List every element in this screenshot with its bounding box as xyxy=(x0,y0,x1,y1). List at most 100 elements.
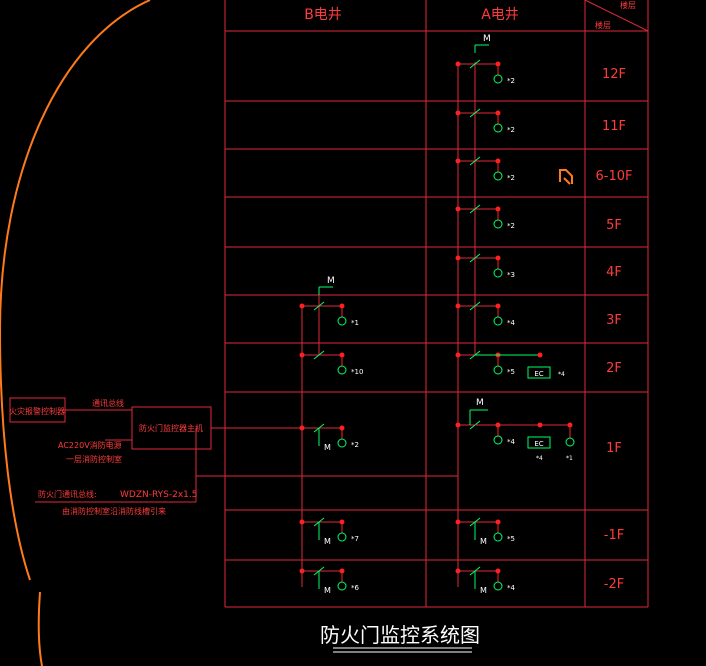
device-count: *2 xyxy=(507,126,515,134)
a-shaft-device-4: *3 xyxy=(455,253,515,279)
tick-mark xyxy=(469,156,481,166)
a-shaft-device-0: *2 xyxy=(455,59,515,85)
tick-mark xyxy=(469,108,481,118)
fire-door-bus-label: 防火门通讯总线: xyxy=(38,489,97,499)
fire-door-device xyxy=(493,74,503,84)
fire-door-monitor-host: 防火门监控器主机 xyxy=(131,406,212,450)
fire-door-device xyxy=(337,365,347,375)
device-count: *3 xyxy=(507,271,515,279)
svg-text:*4: *4 xyxy=(558,371,565,378)
device-count: *2 xyxy=(507,222,515,230)
cable-spec: WDZN-RYS-2x1.5 xyxy=(120,490,197,500)
floor-label: 5F xyxy=(606,218,622,233)
b-shaft-device-2: *2 M xyxy=(299,423,359,452)
a-shaft-device-5: *4 xyxy=(455,301,516,327)
svg-text:防火门监控器主机: 防火门监控器主机 xyxy=(139,423,203,433)
floor-labels: 12F 11F 6-10F 5F 4F 3F 2F 1F -1F -2F xyxy=(596,67,633,592)
extra-1f-device xyxy=(565,437,575,447)
device-count: *5 xyxy=(507,535,515,543)
tick-mark xyxy=(469,253,481,263)
tick-mark xyxy=(469,59,481,69)
fire-door-device xyxy=(493,316,503,326)
fire-alarm-controller: 火灾报警控制器 xyxy=(9,397,66,423)
comm-bus-label: 通讯总线 xyxy=(92,398,124,408)
device-count: *1 xyxy=(351,319,359,327)
tick-mark xyxy=(313,301,325,311)
device-count: *4 xyxy=(507,584,516,592)
floor-label: 4F xyxy=(606,265,622,280)
svg-text:EC: EC xyxy=(534,370,543,378)
svg-text:M: M xyxy=(327,276,335,286)
m-label: M xyxy=(324,586,331,595)
b-shaft-device-0: *1 xyxy=(299,301,359,327)
floor-label: 12F xyxy=(602,67,626,82)
diagram-title: 防火门监控系统图 xyxy=(320,623,480,647)
device-count: *6 xyxy=(351,584,360,592)
fire-door-device xyxy=(493,532,503,542)
device-count: *4 xyxy=(507,319,516,327)
corner-header-top: 楼层 xyxy=(620,0,636,10)
orange-arc-left xyxy=(0,0,151,581)
extra-1f-count: *1 xyxy=(566,455,573,462)
risers xyxy=(195,62,476,587)
route-note: 由消防控制室沿消防线槽引来 xyxy=(62,506,166,516)
device-count: *4 xyxy=(507,438,516,446)
svg-text:火灾报警控制器: 火灾报警控制器 xyxy=(9,406,65,416)
b-shaft-device-1: *10 xyxy=(299,350,363,376)
device-count: *2 xyxy=(507,174,515,182)
fire-door-device xyxy=(493,268,503,278)
m-1f-head: M xyxy=(469,398,488,425)
b-shaft-device-3: *7M xyxy=(299,517,359,546)
fire-door-device xyxy=(493,435,503,445)
refresh-icon xyxy=(559,169,573,185)
orange-arc-bottom xyxy=(37,591,43,666)
a-shaft-device-2: *2 xyxy=(455,156,515,182)
m-label: M xyxy=(480,537,487,546)
device-count: *10 xyxy=(351,368,363,376)
fire-door-device xyxy=(337,532,347,542)
corner-header-bottom: 楼层 xyxy=(595,20,611,30)
table-frame xyxy=(224,0,649,608)
floor-label: 6-10F xyxy=(596,169,633,184)
fire-door-device xyxy=(493,365,503,375)
svg-text:M: M xyxy=(476,398,484,408)
floor-label: 2F xyxy=(606,361,622,376)
m-label: M xyxy=(324,537,331,546)
ec-box-2f: EC *4 xyxy=(527,366,565,379)
device-count: *2 xyxy=(507,77,515,85)
fire-door-device xyxy=(337,316,347,326)
ec-2f-dot xyxy=(537,352,543,358)
a-shaft-device-9: *4 M xyxy=(455,566,516,595)
fire-door-device xyxy=(493,123,503,133)
svg-text:EC: EC xyxy=(534,440,543,448)
floor-label: 3F xyxy=(606,313,622,328)
m-riser-head-1: M xyxy=(318,276,335,295)
fire-door-device xyxy=(337,581,347,591)
tick-mark xyxy=(469,301,481,311)
svg-text:M: M xyxy=(483,34,491,44)
a-shaft-device-3: *2 xyxy=(455,204,515,230)
m-label: M xyxy=(324,443,331,452)
row-lines xyxy=(225,100,648,561)
ec-box-1f: EC *4 xyxy=(527,436,551,462)
power-label-2: 一层消防控制室 xyxy=(66,454,122,464)
device-count: *5 xyxy=(507,368,515,376)
col-header-a: A电井 xyxy=(481,7,519,23)
col-header-b: B电井 xyxy=(304,7,342,23)
fire-door-device xyxy=(493,581,503,591)
device-count: *2 xyxy=(351,441,359,449)
b-shaft-device-4: *6 M xyxy=(299,566,360,595)
fire-door-device xyxy=(493,219,503,229)
floor-label: 11F xyxy=(602,119,626,134)
a-shaft-device-1: *2 xyxy=(455,108,515,134)
m-riser-head-0: M xyxy=(474,34,491,53)
m-label: M xyxy=(480,586,487,595)
floor-label: -1F xyxy=(604,528,624,543)
floor-label: -2F xyxy=(604,577,624,592)
floor-label: 1F xyxy=(606,441,622,456)
tick-mark xyxy=(469,204,481,214)
power-label-1: AC220V消防电源 xyxy=(58,440,122,450)
fire-door-device xyxy=(337,438,347,448)
